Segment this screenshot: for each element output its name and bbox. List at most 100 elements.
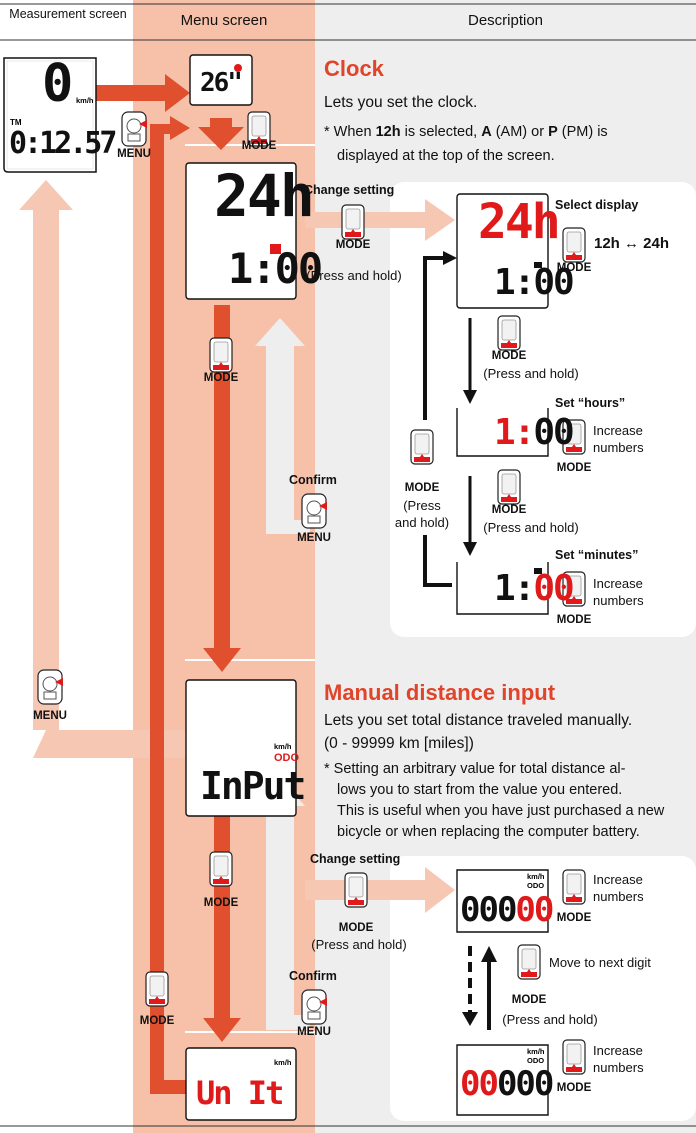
clock-note-line2: displayed at the top of the screen.: [337, 148, 555, 164]
mode-button-icon[interactable]: [341, 204, 365, 240]
label-mode: MODE: [556, 262, 592, 274]
lcd-odo-b-odo: ODO: [527, 1056, 545, 1065]
menu-button-icon[interactable]: [301, 989, 328, 1025]
clock-set-minutes: Set “minutes”: [555, 548, 639, 562]
clock-change-setting: Change setting: [304, 183, 395, 197]
light-arrow-change-clock: [305, 199, 455, 241]
label-press-hold: (Press and hold): [502, 1012, 598, 1027]
manual-note-line4: bicycle or when replacing the computer b…: [337, 824, 640, 840]
clock-confirm: Confirm: [289, 473, 337, 487]
light-arrow-up-left: [19, 180, 73, 730]
lcd-input: [185, 679, 297, 817]
clock-set-hours: Set “hours”: [555, 396, 626, 410]
label-menu: MENU: [117, 148, 151, 160]
lcd-clock: [185, 162, 297, 300]
lcd-odo-a-unit: km/h: [527, 872, 545, 881]
mode-button-icon[interactable]: [562, 227, 586, 263]
menu-button-icon[interactable]: [301, 493, 328, 529]
manual-note-line3: This is useful when you have just purcha…: [337, 803, 665, 819]
note-text: (AM) or: [491, 124, 549, 140]
increase-line1: Increase: [593, 1043, 643, 1058]
manual-move-next-digit: Move to next digit: [549, 955, 651, 970]
lcd-set-hours: [456, 408, 549, 457]
increase-line1: Increase: [593, 576, 643, 591]
lcd-clock-time: 1:00: [228, 244, 323, 293]
clock-toggle: 12h ↔ 24h: [594, 235, 670, 252]
increase-line2: numbers: [593, 889, 644, 904]
lcd-odo-b-display: 00000: [460, 1064, 554, 1104]
mode-button-icon[interactable]: [497, 315, 521, 351]
mode-button-icon[interactable]: [517, 944, 541, 980]
manual-change-setting: Change setting: [310, 852, 401, 866]
lcd-minutes-red: 00: [533, 568, 574, 609]
label-menu: MENU: [297, 532, 331, 544]
label-and-hold: and hold): [394, 515, 450, 530]
mode-button-icon[interactable]: [410, 429, 434, 465]
lcd-menu-clock-icon: [189, 54, 253, 106]
lcd-hours-red: 1:: [494, 412, 535, 453]
clock-description: Lets you set the clock.: [324, 94, 478, 111]
note-text: is selected,: [400, 124, 482, 140]
lcd-tm-label: TM: [10, 118, 22, 127]
label-press-hold: (Press and hold): [311, 937, 407, 952]
note-text: * When: [324, 124, 376, 140]
lcd-odo-a-red: 00: [515, 890, 554, 930]
mode-button-icon[interactable]: [145, 971, 169, 1007]
label-mode: MODE: [556, 462, 592, 474]
menu-button-icon[interactable]: [37, 669, 64, 705]
lcd-input-text: InPut: [200, 764, 306, 808]
lcd-set-minutes: [456, 562, 549, 615]
label-mode: MODE: [556, 614, 592, 626]
lcd-odo-b-black: 000: [496, 1064, 554, 1104]
note-bold: A: [481, 124, 492, 140]
note-bold: P: [548, 124, 558, 140]
mode-button-icon[interactable]: [209, 337, 233, 373]
mode-button-icon[interactable]: [562, 869, 586, 905]
mode-button-icon[interactable]: [209, 851, 233, 887]
lcd-odo-a-display: 00000: [460, 890, 554, 930]
lcd-select-display: [456, 193, 549, 309]
lcd-hours-black: 00: [533, 412, 574, 453]
lcd-odo-a-odo: ODO: [527, 881, 545, 890]
label-mode: MODE: [491, 504, 527, 516]
manual-confirm: Confirm: [289, 969, 337, 983]
lcd-odo-b-red: 00: [460, 1064, 499, 1104]
lcd-unit: [185, 1047, 297, 1121]
label-mode: MODE: [491, 350, 527, 362]
manual-note-line1: * Setting an arbitrary value for total d…: [324, 761, 626, 777]
mode-button-icon[interactable]: [562, 1039, 586, 1075]
clock-note-line1: * When 12h is selected, A (AM) or P (PM)…: [324, 122, 608, 143]
lcd-measurement: [3, 57, 97, 173]
lcd-select-24h: 24h: [478, 194, 561, 250]
label-mode: MODE: [556, 1082, 592, 1094]
light-arrow-change-distance: [305, 867, 455, 913]
header-menu: Menu screen: [180, 12, 268, 29]
arrow-to-unit: [203, 805, 241, 1042]
label-press-hold: (Press and hold): [483, 520, 579, 535]
lcd-odo-a-black: 000: [460, 890, 517, 930]
mode-button-icon[interactable]: [497, 469, 521, 505]
label-menu: MENU: [33, 710, 67, 722]
lcd-speed: 0: [42, 54, 73, 114]
note-text: (PM) is: [557, 124, 608, 140]
lcd-elapsed-time: 0:12.57: [9, 126, 117, 161]
label-mode: MODE: [139, 1015, 175, 1027]
lcd-unit-label: km/h: [274, 1058, 292, 1067]
manual-desc2: (0 - 99999 km [miles]): [324, 735, 474, 752]
lcd-odo-a: [456, 869, 549, 933]
header-measurement: Measurement screen: [9, 7, 127, 21]
mode-button-icon[interactable]: [344, 872, 368, 908]
menu-button-icon[interactable]: [121, 111, 148, 147]
lcd-hours-display: 1:00: [494, 412, 575, 453]
increase-line2: numbers: [593, 440, 644, 455]
arrow-to-menu: [96, 74, 190, 112]
header-description: Description: [467, 12, 544, 29]
manual-title: Manual distance input: [324, 680, 556, 705]
label-mode: MODE: [404, 482, 440, 494]
arrow-to-manual: [203, 305, 241, 672]
light-arrow-confirm-distance: [255, 778, 310, 1030]
increase-line1: Increase: [593, 423, 643, 438]
label-mode: MODE: [335, 239, 371, 251]
lcd-speed-unit: km/h: [76, 96, 94, 105]
